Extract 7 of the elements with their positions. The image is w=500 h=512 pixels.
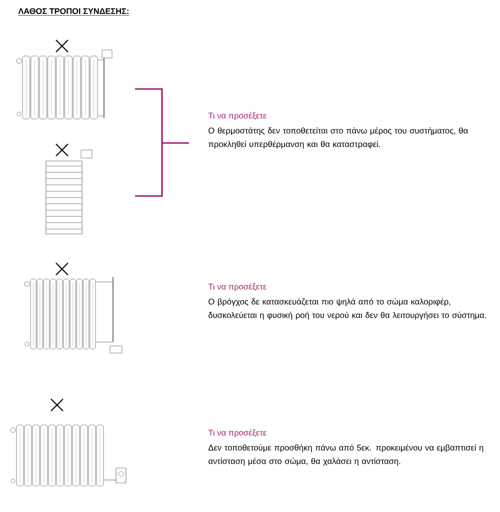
- warning-text: Δεν τοποθετούμε προσθήκη πάνω από 5εκ. προκειμένου να εμβαπτισεί η αντίσταση μέσα στο σώμα, θα χαλάσει η αντίσταση.: [208, 444, 484, 466]
- warning-heading: Τι να προσέξετε: [208, 283, 266, 292]
- warning-text: Ο βρόγχος δε κατασκευάζεται πιο ψηλά από το σώμα καλοριφέρ, δυσκολεύεται η φυσική ροή του νερού και δεν θα λειτουργήσει το σύστημα.: [208, 298, 486, 320]
- warning-heading: Τι να προσέξετε: [208, 429, 266, 438]
- warning-text: Ο θερμοστάτης δεν τοποθετείται στο πάνω μέρος του συστήματος, θα προκληθεί υπερθέρμανση και θα καταστραφεί.: [208, 127, 468, 149]
- warning-heading: Τι να προσέξετε: [208, 112, 266, 120]
- title: ΛΑΘΟΣ ΤΡΟΠΟΙ ΣΥΝΔΕΣΗΣ:: [18, 8, 130, 16]
